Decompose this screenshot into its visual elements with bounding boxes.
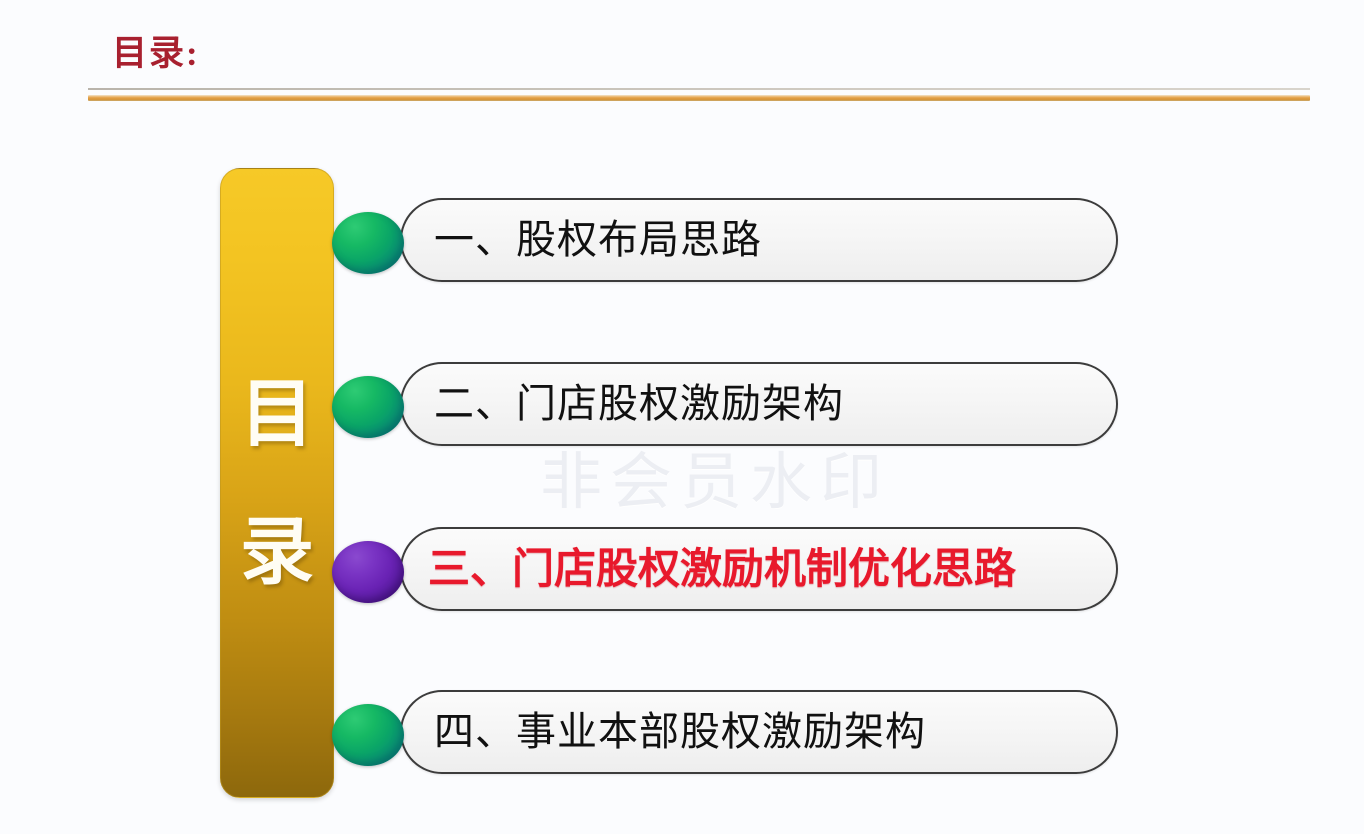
toc-item-1-pill[interactable]: 一、股权布局思路: [400, 198, 1118, 282]
toc-item-3-label: 三、门店股权激励机制优化思路: [428, 544, 1017, 593]
toc-item-4-pill[interactable]: 四、事业本部股权激励架构: [400, 690, 1118, 774]
toc-item-4-label: 四、事业本部股权激励架构: [434, 709, 926, 755]
bullet-circle-icon: [332, 212, 404, 274]
sidebar-gold-bar-label: 目 录: [221, 169, 333, 797]
sidebar-label-char-bottom: 录: [240, 509, 314, 595]
header-divider-thin: [88, 88, 1310, 90]
toc-item-1-label: 一、股权布局思路: [434, 217, 762, 263]
watermark-text: 非会员水印: [540, 448, 891, 517]
toc-item-3-pill[interactable]: 三、门店股权激励机制优化思路: [400, 527, 1118, 611]
sidebar-gold-bar: 目 录: [220, 168, 334, 798]
page-title: 目录:: [112, 34, 200, 73]
bullet-circle-icon: [332, 541, 404, 603]
header-divider-thick: [88, 95, 1310, 101]
toc-item-2-pill[interactable]: 二、门店股权激励架构: [400, 362, 1118, 446]
bullet-circle-icon: [332, 376, 404, 438]
toc-item-2-label: 二、门店股权激励架构: [434, 381, 844, 427]
sidebar-label-char-top: 目: [240, 371, 314, 457]
bullet-circle-icon: [332, 704, 404, 766]
